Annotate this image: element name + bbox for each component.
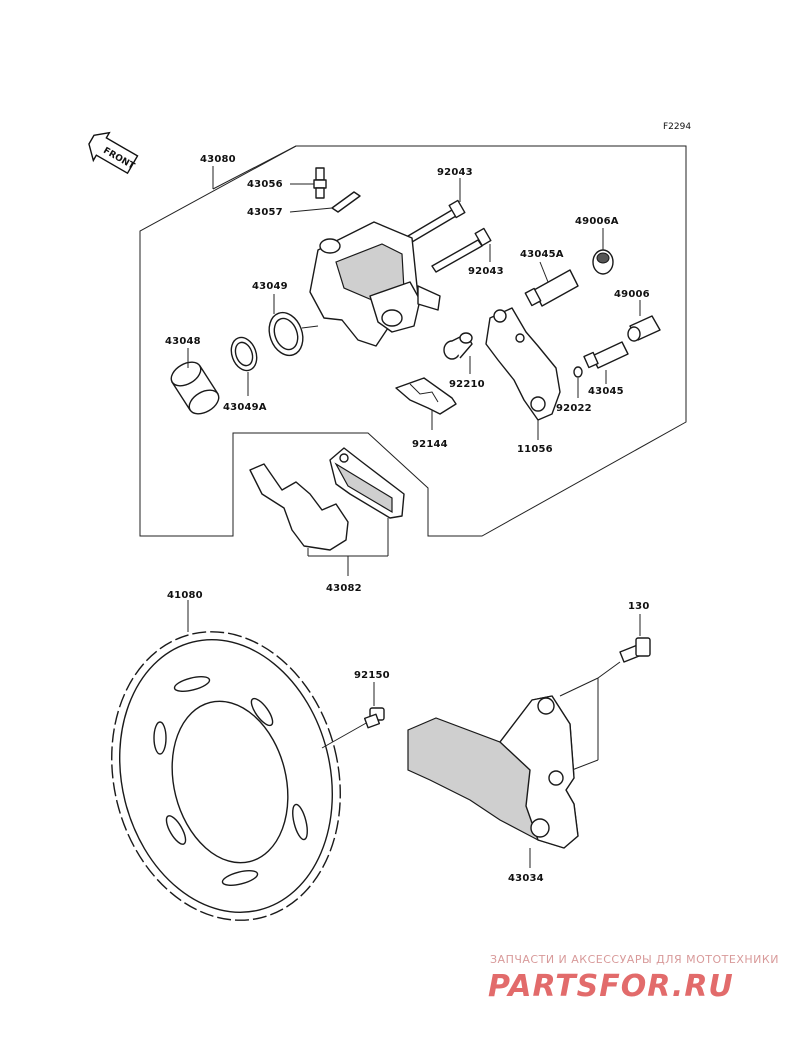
bushing-part	[443, 332, 473, 360]
part-label-43045: 43045	[588, 386, 624, 397]
pad-spring-part	[395, 377, 457, 415]
mounting-bolt-part	[619, 637, 651, 663]
slide-pin-upper	[407, 199, 466, 243]
part-label-43057: 43057	[247, 207, 283, 218]
front-arrow-icon: FRONT	[88, 131, 139, 175]
part-label-92144: 92144	[412, 439, 448, 450]
circlip-part	[573, 366, 583, 378]
part-label-43056: 43056	[247, 179, 283, 190]
caliper-mount-bracket-part	[407, 695, 579, 849]
part-label-92043-lower: 92043	[468, 266, 504, 277]
part-label-130: 130	[628, 601, 649, 612]
part-label-43048: 43048	[165, 336, 201, 347]
part-label-43049A: 43049A	[223, 402, 267, 413]
part-label-49006: 49006	[614, 289, 650, 300]
watermark-logo: PARTSFOR.RU	[488, 969, 734, 1004]
part-label-43080: 43080	[200, 154, 236, 165]
part-label-49006A: 49006A	[575, 216, 619, 227]
disc-bolt-part	[363, 707, 385, 729]
sleeve-part	[524, 269, 579, 307]
bracket-pin-part	[583, 341, 629, 369]
clip-part	[331, 191, 361, 213]
slide-pin-lower	[431, 227, 492, 273]
part-label-43034: 43034	[508, 873, 544, 884]
part-label-92150: 92150	[354, 670, 390, 681]
piston-part	[170, 361, 220, 415]
dust-seal-part	[230, 336, 258, 372]
brake-disc-part	[111, 631, 341, 921]
watermark-tagline: ЗАПЧАСТИ И АКСЕССУАРЫ ДЛЯ МОТОТЕХНИКИ	[490, 953, 779, 966]
boot-small-part	[627, 315, 661, 342]
caliper-body-part	[309, 221, 441, 347]
figure-id: F2294	[663, 122, 691, 132]
bleeder-valve-part	[313, 167, 327, 199]
piston-seal-part	[268, 311, 304, 357]
boot-part	[592, 249, 614, 275]
part-label-43045A: 43045A	[520, 249, 564, 260]
part-label-11056: 11056	[517, 444, 553, 455]
part-label-43049: 43049	[252, 281, 288, 292]
part-label-43082: 43082	[326, 583, 362, 594]
caliper-bracket-part	[485, 307, 561, 421]
part-label-92022: 92022	[556, 403, 592, 414]
brake-pad-set-part	[249, 447, 405, 551]
caliper-assembly-outline	[139, 145, 687, 537]
part-label-92210: 92210	[449, 379, 485, 390]
part-label-41080: 41080	[167, 590, 203, 601]
part-label-92043-upper: 92043	[437, 167, 473, 178]
